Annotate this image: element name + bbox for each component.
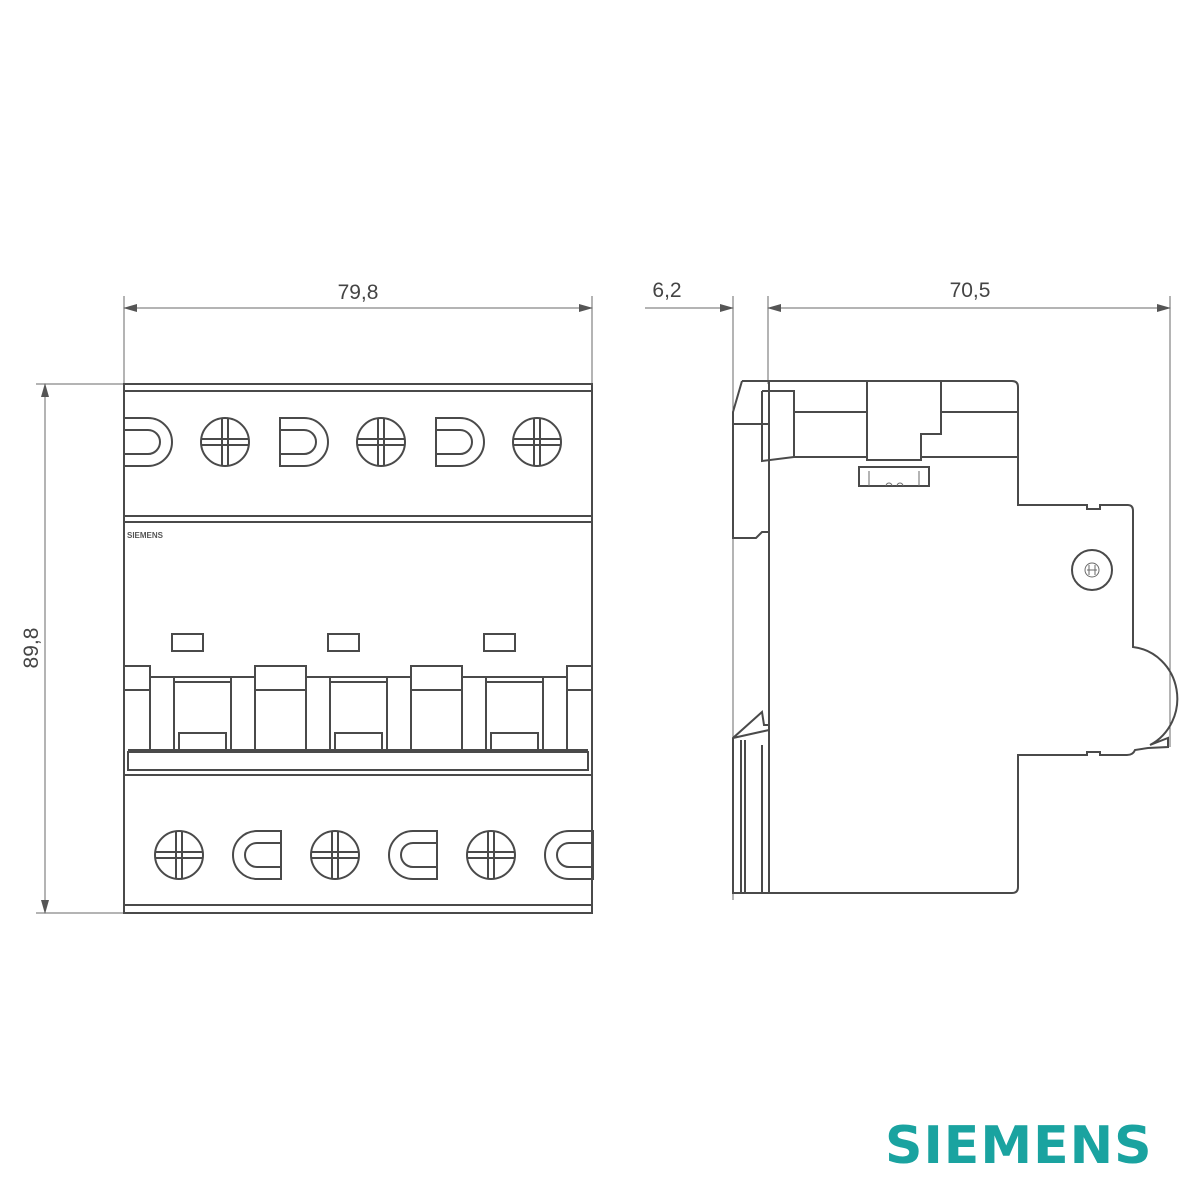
terminal-screw-icon	[154, 830, 204, 880]
terminal-clamp-icon	[544, 830, 594, 880]
side-view	[732, 380, 1179, 894]
terminal-screw-icon	[466, 830, 516, 880]
side-handle	[866, 381, 942, 461]
trip-indicator	[171, 633, 204, 652]
toggle-frame	[149, 676, 256, 750]
dimension-front-height: 89,8	[20, 383, 124, 914]
trip-indicator	[483, 633, 516, 652]
terminal-clamp-icon	[124, 417, 173, 467]
dimension-label-offset: 6,2	[652, 279, 681, 302]
side-screw-outer	[1071, 549, 1113, 591]
din-clip-bottom	[732, 710, 770, 894]
dimension-side-depth: 70,5	[767, 279, 1171, 747]
terminal-screw-icon	[200, 417, 250, 467]
dimension-front-width: 79,8	[123, 281, 593, 384]
terminal-screw-cross	[468, 832, 514, 878]
toggle-lever	[485, 676, 544, 750]
terminal-screw-cross	[358, 419, 404, 465]
terminal-screw-icon	[512, 417, 562, 467]
terminal-screw-cross	[312, 832, 358, 878]
terminal-screw-cross	[156, 832, 202, 878]
toggle-lever	[173, 676, 232, 750]
side-top-block	[761, 390, 1018, 463]
trip-indicator	[327, 633, 360, 652]
side-body-outline	[742, 380, 1179, 894]
din-clip-top	[732, 380, 769, 539]
dimension-side-offset: 6,2	[645, 279, 769, 900]
terminal-screw-icon	[356, 417, 406, 467]
dimension-label-height: 89,8	[20, 628, 43, 669]
side-screw-inner	[1084, 562, 1100, 578]
side-connector	[858, 466, 930, 487]
terminal-screw-cross	[514, 419, 560, 465]
terminal-screw-cross	[202, 419, 248, 465]
toggle-frame	[461, 676, 568, 750]
terminal-clamp-icon	[279, 417, 329, 467]
dimension-label-width: 79,8	[338, 281, 379, 304]
toggle-lever	[329, 676, 388, 750]
terminal-clamp-icon	[435, 417, 485, 467]
pole-separator	[254, 665, 307, 750]
terminal-clamp-icon	[388, 830, 438, 880]
front-label: SIEMENS	[127, 531, 164, 540]
end-cap	[124, 665, 592, 750]
pole-separator	[410, 665, 463, 750]
front-view: SIEMENS	[123, 383, 594, 914]
terminal-clamp-icon	[232, 830, 282, 880]
terminal-screw-icon	[310, 830, 360, 880]
dimension-label-depth: 70,5	[950, 279, 991, 302]
siemens-logo: SIEMENS	[885, 1116, 1153, 1176]
toggle-frame	[305, 676, 412, 750]
